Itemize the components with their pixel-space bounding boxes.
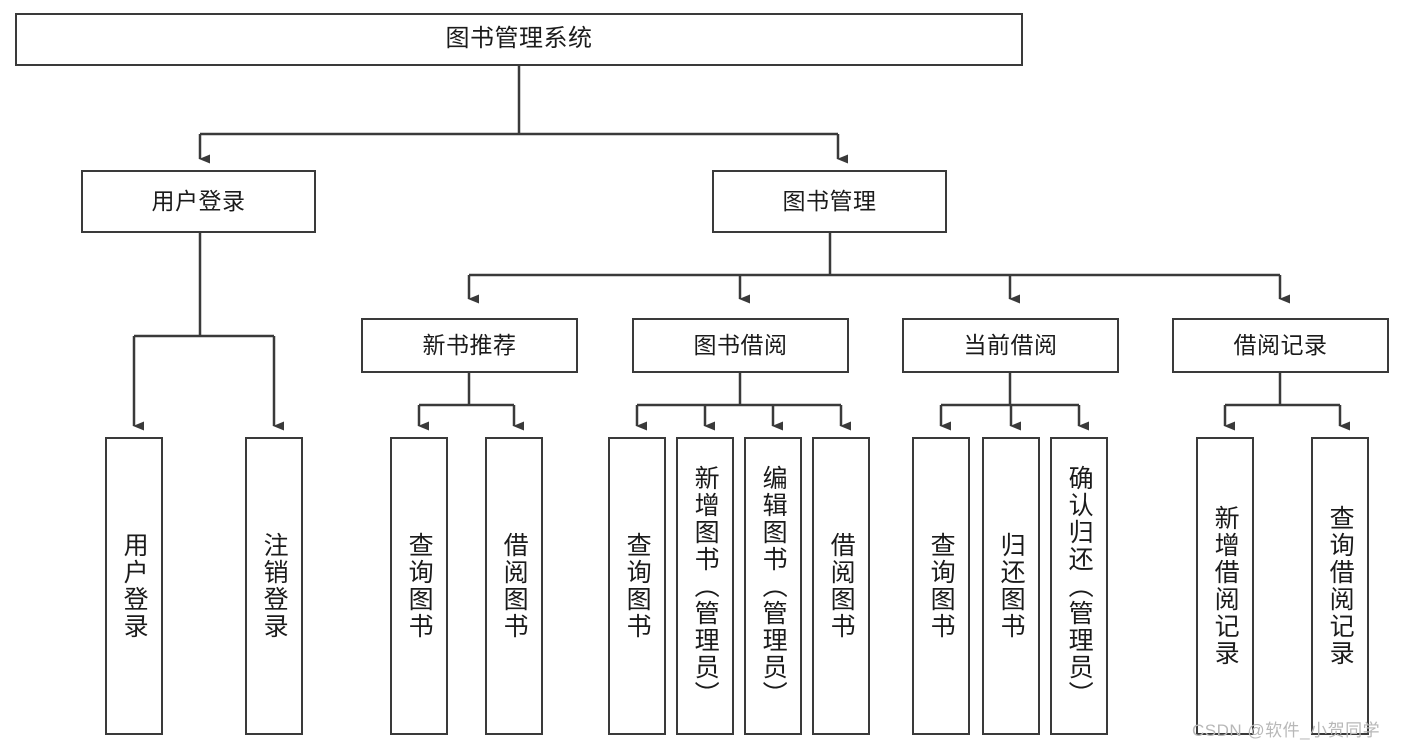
node-current-borrow-label: 当前借阅	[963, 331, 1058, 358]
node-leaf-query-record[interactable]: 查询借阅记录	[1311, 437, 1369, 735]
node-leaf-query-book-3-label: 查询图书	[927, 532, 956, 640]
node-current-borrow[interactable]: 当前借阅	[902, 318, 1119, 373]
node-leaf-confirm-return[interactable]: 确认归还（管理员）	[1050, 437, 1108, 735]
node-leaf-confirm-return-label: 确认归还（管理员）	[1065, 464, 1094, 708]
node-leaf-borrow-book-1[interactable]: 借阅图书	[485, 437, 543, 735]
node-leaf-query-record-label: 查询借阅记录	[1326, 505, 1355, 667]
node-leaf-query-book-3[interactable]: 查询图书	[912, 437, 970, 735]
node-leaf-add-book-label: 新增图书（管理员）	[691, 464, 720, 708]
node-leaf-add-book[interactable]: 新增图书（管理员）	[676, 437, 734, 735]
node-leaf-borrow-book-2[interactable]: 借阅图书	[812, 437, 870, 735]
node-user-login-label: 用户登录	[151, 187, 246, 214]
node-book-borrow-label: 图书借阅	[693, 331, 788, 358]
node-leaf-query-book-2[interactable]: 查询图书	[608, 437, 666, 735]
node-new-book-rec[interactable]: 新书推荐	[361, 318, 578, 373]
node-borrow-record[interactable]: 借阅记录	[1172, 318, 1389, 373]
node-leaf-query-book-1[interactable]: 查询图书	[390, 437, 448, 735]
node-book-manage-label: 图书管理	[782, 187, 877, 214]
node-leaf-add-record-label: 新增借阅记录	[1211, 505, 1240, 667]
node-leaf-user-login[interactable]: 用户登录	[105, 437, 163, 735]
node-user-login[interactable]: 用户登录	[81, 170, 316, 233]
watermark: CSDN @软件_小贺同学	[1192, 721, 1381, 740]
node-leaf-query-book-2-label: 查询图书	[623, 532, 652, 640]
node-leaf-query-book-1-label: 查询图书	[405, 532, 434, 640]
node-new-book-rec-label: 新书推荐	[422, 331, 517, 358]
node-book-borrow[interactable]: 图书借阅	[632, 318, 849, 373]
node-leaf-user-login-label: 用户登录	[120, 532, 149, 640]
node-borrow-record-label: 借阅记录	[1233, 331, 1328, 358]
node-leaf-borrow-book-1-label: 借阅图书	[500, 532, 529, 640]
node-root-label: 图书管理系统	[445, 25, 593, 53]
node-leaf-borrow-book-2-label: 借阅图书	[827, 532, 856, 640]
node-leaf-edit-book[interactable]: 编辑图书（管理员）	[744, 437, 802, 735]
node-root[interactable]: 图书管理系统	[15, 13, 1023, 66]
node-leaf-return-book-label: 归还图书	[997, 532, 1026, 640]
node-leaf-logout[interactable]: 注销登录	[245, 437, 303, 735]
node-leaf-add-record[interactable]: 新增借阅记录	[1196, 437, 1254, 735]
node-leaf-return-book[interactable]: 归还图书	[982, 437, 1040, 735]
node-leaf-edit-book-label: 编辑图书（管理员）	[759, 464, 788, 708]
node-leaf-logout-label: 注销登录	[260, 532, 289, 640]
node-book-manage[interactable]: 图书管理	[712, 170, 947, 233]
